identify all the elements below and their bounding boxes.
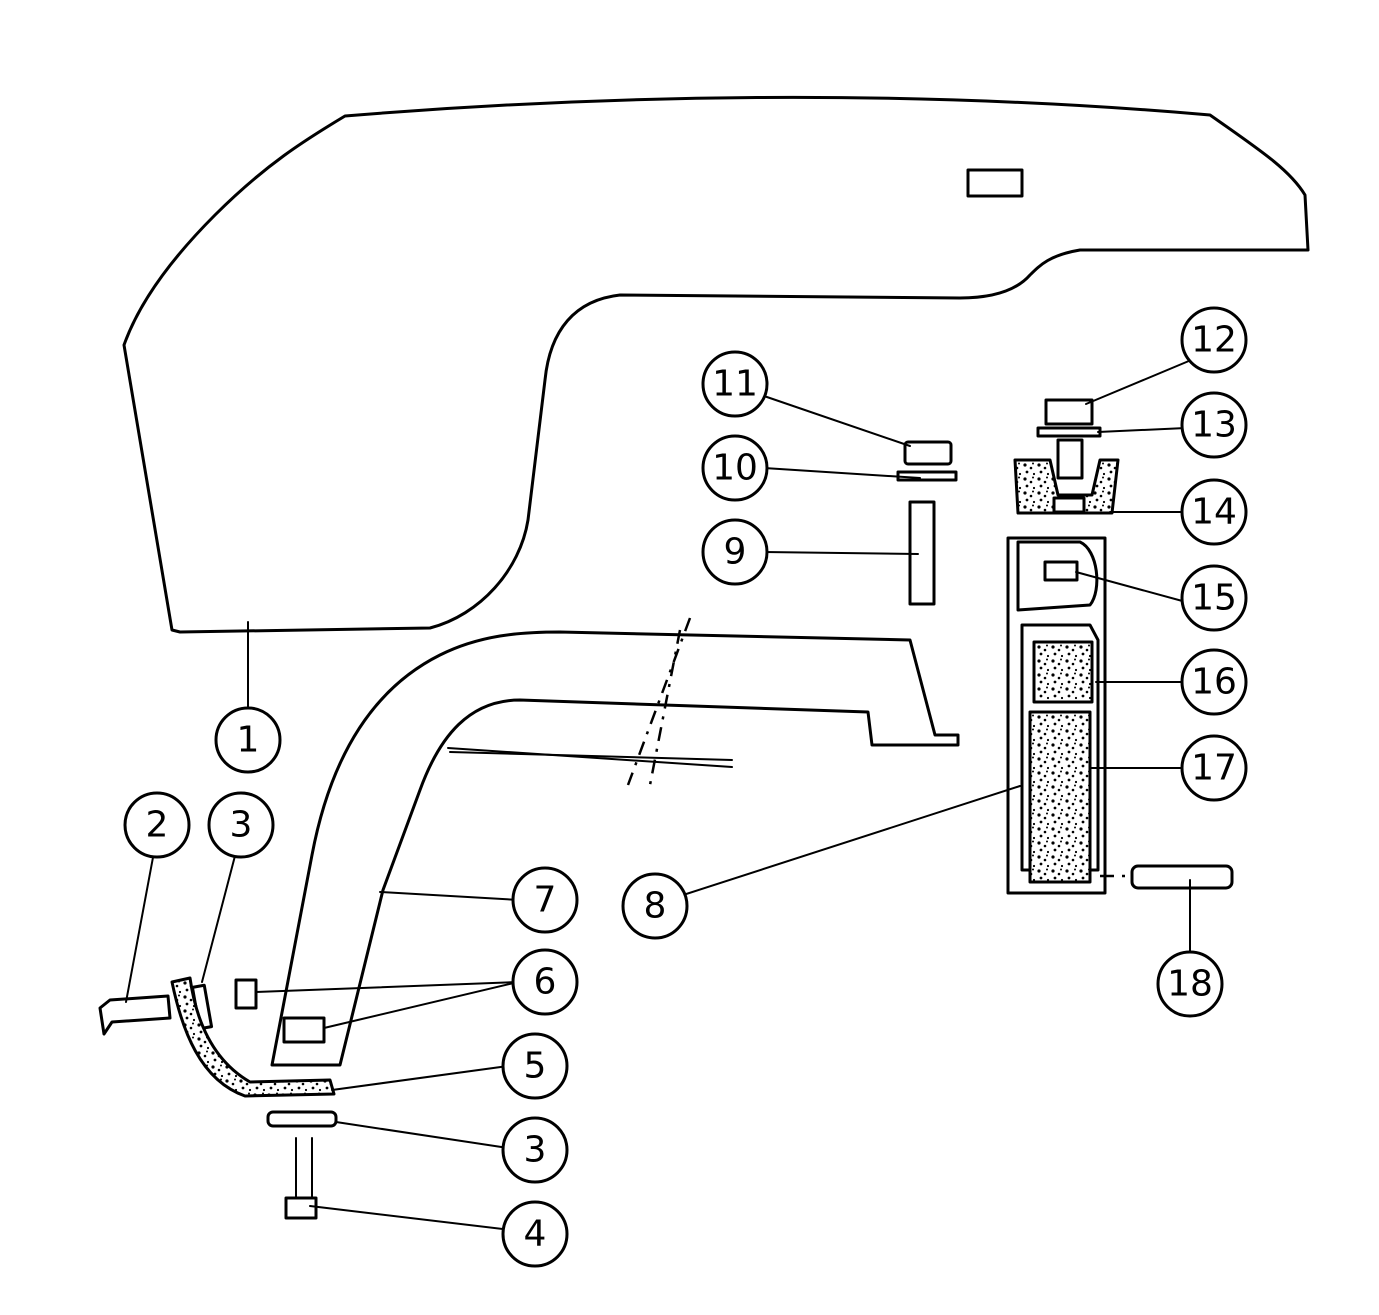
foam-pad-16	[1032, 640, 1094, 704]
rod-18	[1100, 864, 1234, 890]
callout-12: 12	[1180, 306, 1248, 374]
callout-label: 12	[1191, 320, 1237, 361]
callout-1: 1	[214, 706, 282, 774]
callout-label: 11	[712, 364, 758, 405]
callout-label: 6	[534, 962, 557, 1003]
bolt-shank-12	[1056, 438, 1084, 480]
screw-4	[284, 1137, 318, 1220]
bracket-8	[1006, 536, 1107, 895]
callout-10: 10	[701, 434, 769, 502]
callout-3-upper: 3	[207, 791, 275, 859]
callout-label: 5	[524, 1046, 547, 1087]
callout-label: 1	[237, 720, 260, 761]
callout-3-lower: 3	[501, 1116, 569, 1184]
callout-label: 10	[712, 448, 758, 489]
callout-13: 13	[1180, 391, 1248, 459]
clip-6-in-liner	[282, 1016, 326, 1044]
callout-7: 7	[511, 866, 579, 934]
callout-label: 8	[644, 886, 667, 927]
wheel-arch-liner	[234, 617, 960, 1067]
foam-seal	[170, 976, 336, 1098]
callout-18: 18	[1156, 950, 1224, 1018]
callout-2: 2	[123, 791, 191, 859]
leader-lines	[125, 357, 1197, 1233]
callout-label: 3	[230, 805, 253, 846]
callout-8: 8	[621, 872, 689, 940]
callout-17: 17	[1180, 734, 1248, 802]
callout-label: 17	[1191, 748, 1237, 789]
callout-6: 6	[511, 948, 579, 1016]
callout-label: 4	[524, 1214, 547, 1255]
callout-16: 16	[1180, 648, 1248, 716]
fender	[122, 95, 1310, 634]
washer-10	[896, 470, 958, 482]
foam-pad-17	[1028, 710, 1092, 884]
bolt-head-12	[1044, 398, 1094, 426]
callout-14: 14	[1180, 478, 1248, 546]
callout-11: 11	[701, 350, 769, 418]
callout-5: 5	[501, 1032, 569, 1100]
clip-6-loose	[234, 978, 258, 1010]
callout-label: 16	[1191, 662, 1237, 703]
callout-label: 2	[146, 805, 169, 846]
fender-slot	[966, 168, 1024, 198]
nut-14	[1052, 496, 1086, 514]
push-pin	[98, 994, 172, 1036]
callout-label: 9	[724, 532, 747, 573]
callout-label: 13	[1191, 405, 1237, 446]
callout-label: 7	[534, 880, 557, 921]
callout-label: 15	[1191, 578, 1237, 619]
callout-label: 18	[1167, 964, 1213, 1005]
foam-block-14	[1013, 458, 1120, 515]
nut-11	[903, 440, 953, 466]
gasket-strip-lower	[266, 1110, 338, 1128]
washer-13	[1036, 426, 1102, 438]
callout-label: 14	[1191, 492, 1237, 533]
callout-label: 3	[524, 1130, 547, 1171]
clip-15	[1043, 560, 1079, 582]
callout-9: 9	[701, 518, 769, 586]
callout-4: 4	[501, 1200, 569, 1268]
callout-15: 15	[1180, 564, 1248, 632]
